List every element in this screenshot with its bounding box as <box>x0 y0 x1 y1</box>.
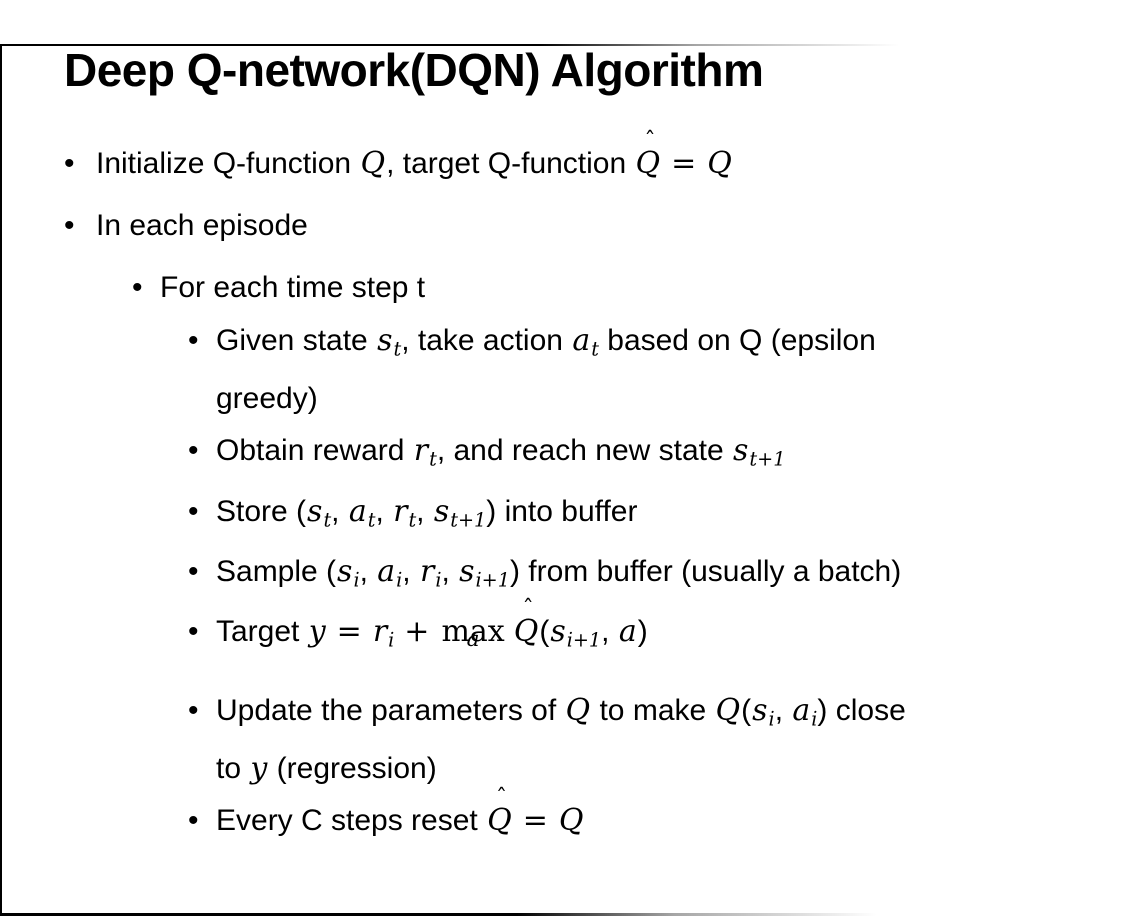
bullet-list: • Initialize Q-function Q, target Q-funct… <box>0 127 1124 846</box>
bullet-marker: • <box>188 494 199 528</box>
bullet-text: Update the parameters of Q to make Q(si,… <box>216 692 906 787</box>
bullet-text: In each episode <box>96 208 308 242</box>
bullet-text: Given state st, take action at based on … <box>216 322 876 416</box>
bullet-marker: • <box>188 323 199 357</box>
bullet-marker: • <box>188 434 199 468</box>
bullet-item: • For each time step t <box>0 263 1124 313</box>
bullet-marker: • <box>64 146 75 180</box>
bullet-item: • Store (st, at, rt, st+1) into buffer <box>0 487 1124 545</box>
slide-title: Deep Q-network(DQN) Algorithm <box>64 44 764 96</box>
bullet-text: Obtain reward rt, and reach new state st… <box>216 433 786 471</box>
slide-left-border <box>0 44 2 916</box>
bullet-marker: • <box>188 693 199 727</box>
bullet-marker: • <box>132 270 143 304</box>
bullet-item: • In each episode <box>0 201 1124 251</box>
bullet-text: Store (st, at, rt, st+1) into buffer <box>216 493 638 532</box>
bullet-text: Initialize Q-function Q, target Q-functi… <box>96 127 733 189</box>
bullet-item: • Update the parameters of Q to make Q(si… <box>0 686 1124 794</box>
bullet-item: • Given state st, take action at based on… <box>0 316 1124 424</box>
bullet-item: • Sample (si, ai, ri, si+1) from buffer (… <box>0 547 1124 605</box>
bullet-marker: • <box>188 555 199 589</box>
bullet-marker: • <box>188 615 199 649</box>
bullet-marker: • <box>188 804 199 838</box>
bullet-item: • Obtain reward rt, and reach new state s… <box>0 426 1124 484</box>
slide-top-border <box>0 44 1124 46</box>
bullet-text: Sample (si, ai, ri, si+1) from buffer (u… <box>216 554 902 592</box>
bullet-text: For each time step t <box>160 270 426 304</box>
bullet-item: • Initialize Q-function Q, target Q-funct… <box>0 127 1124 189</box>
bullet-marker: • <box>64 208 75 242</box>
